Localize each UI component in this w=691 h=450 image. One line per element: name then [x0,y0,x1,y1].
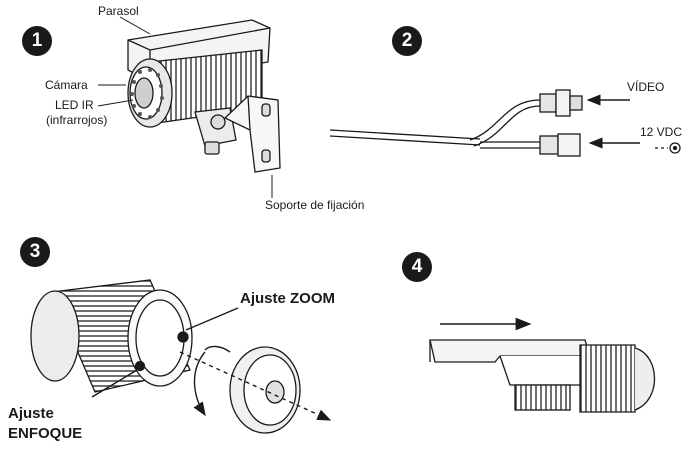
step-2-badge: 2 [392,26,422,56]
step-4-badge: 4 [402,252,432,282]
step-3-badge: 3 [20,237,50,267]
camera-illustration [127,19,281,173]
bracket-label: Soporte de fijación [265,198,365,212]
infrared-label: (infrarrojos) [46,113,108,127]
zoom-label: Ajuste ZOOM [240,290,336,307]
parasol-label: Parasol [98,4,139,18]
focus-label-line1: Ajuste [8,405,54,422]
power-label: 12 VDC [640,125,683,139]
cable-arrows [586,94,640,149]
step-1-badge: 1 [22,26,52,56]
cable-illustration [329,89,681,157]
sunshade-slide [429,317,656,413]
focus-label-line2: ENFOQUE [8,425,83,442]
led-ir-label: LED IR [55,98,94,112]
lens-assembly [30,279,301,434]
camera-label: Cámara [45,78,88,92]
lens-motion [91,307,332,421]
video-label: VÍDEO [627,80,665,94]
leader-lines-panel1 [97,16,273,198]
